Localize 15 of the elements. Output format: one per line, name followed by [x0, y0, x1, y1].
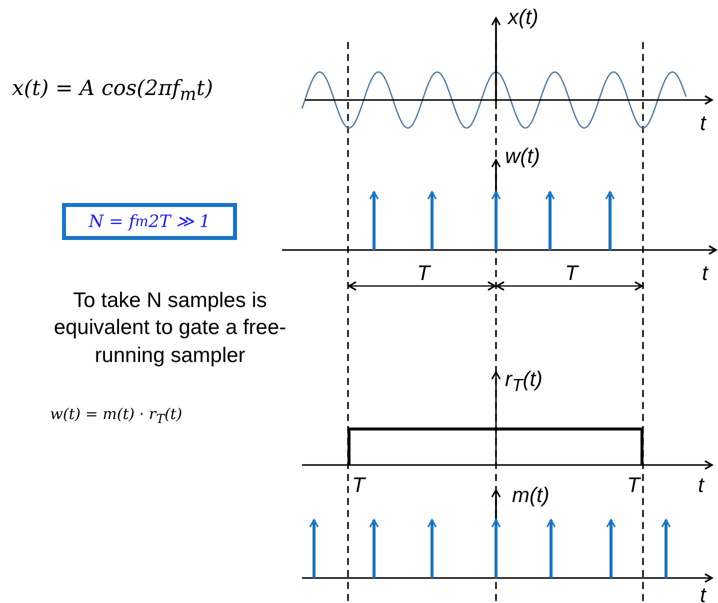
- axis-label: t: [700, 112, 706, 136]
- dimension-label: T: [565, 262, 578, 286]
- axis-tick-label: T: [352, 474, 365, 498]
- equation: w(t) = m(t) · r$_{T}$(t): [50, 405, 182, 426]
- axis-label: t: [702, 262, 708, 286]
- axis-label: r$_{T}$(t): [505, 368, 543, 396]
- axis-label: t: [698, 474, 704, 498]
- axis-tick-label: T: [627, 474, 640, 498]
- axis-label: t: [700, 584, 706, 603]
- description-text: To take N samples is equivalent to gate a free-running sampler: [52, 288, 288, 369]
- axis-label: x(t): [508, 6, 538, 30]
- equation: x(t) = A cos(2πf$_{m}$t): [12, 76, 214, 106]
- axis-label: m(t): [512, 484, 550, 508]
- axis-label: w(t): [505, 145, 540, 169]
- dimension-label: T: [417, 262, 430, 286]
